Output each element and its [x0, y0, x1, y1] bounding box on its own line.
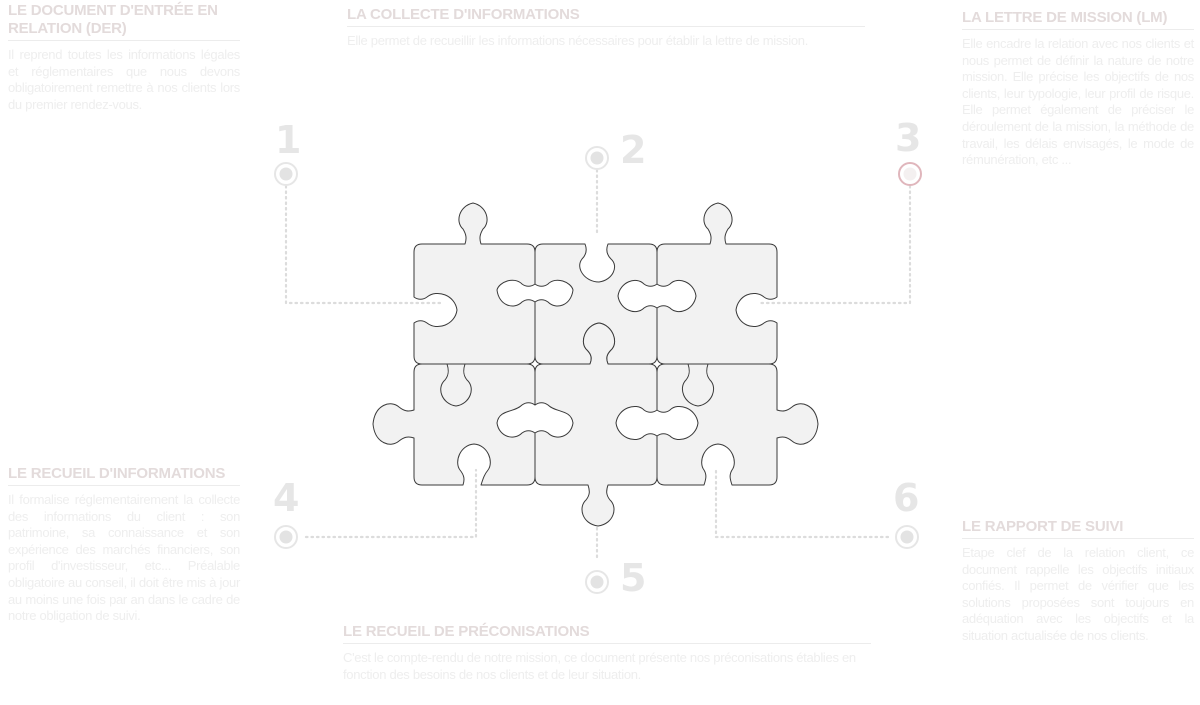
step-3-block: LA LETTRE DE MISSION (LM) Elle encadre l… — [962, 9, 1194, 169]
puzzle-pieces — [372, 202, 819, 527]
step-5-title: LE RECUEIL DE PRÉCONISATIONS — [343, 623, 871, 644]
step-5-number: 5 — [620, 556, 647, 600]
step-2-number: 2 — [620, 128, 647, 172]
puzzle-piece-4 — [372, 363, 536, 486]
marker-1 — [274, 162, 298, 186]
connector-4 — [304, 468, 478, 539]
step-4-title: LE RECUEIL D'INFORMATIONS — [8, 465, 240, 486]
marker-5 — [585, 570, 609, 594]
step-1-number: 1 — [275, 118, 302, 162]
connector-1 — [284, 184, 442, 305]
step-2-text: Elle permet de recueillir les informatio… — [347, 33, 809, 48]
step-6-text: Etape clef de la relation client, ce doc… — [962, 545, 1194, 643]
step-5-block: LE RECUEIL DE PRÉCONISATIONS C'est le co… — [343, 623, 871, 683]
step-6-block: LE RAPPORT DE SUIVI Etape clef de la rel… — [962, 518, 1194, 645]
step-4-text: Il formalise réglementairement la collec… — [8, 492, 240, 624]
step-2-title: LA COLLECTE D'INFORMATIONS — [347, 6, 865, 27]
step-3-text: Elle encadre la relation avec nos client… — [962, 36, 1194, 168]
step-6-title: LE RAPPORT DE SUIVI — [962, 518, 1194, 539]
connector-3 — [758, 184, 912, 305]
step-6-number: 6 — [893, 476, 920, 520]
connector-6 — [714, 468, 890, 539]
step-3-number: 3 — [895, 116, 922, 160]
connector-lines — [284, 168, 912, 562]
puzzle-piece-6 — [656, 363, 819, 486]
step-4-number: 4 — [273, 476, 300, 520]
step-5-text: C'est le compte-rendu de notre mission, … — [343, 650, 856, 682]
puzzle-piece-5 — [534, 322, 658, 527]
step-1-block: LE DOCUMENT D'ENTRÉE EN RELATION (DER) I… — [8, 2, 240, 113]
step-2-block: LA COLLECTE D'INFORMATIONS Elle permet d… — [347, 6, 865, 50]
step-1-text: Il reprend toutes les informations légal… — [8, 47, 240, 112]
puzzle-piece-3 — [656, 202, 778, 365]
marker-3 — [898, 162, 922, 186]
marker-2 — [585, 146, 609, 170]
step-3-title: LA LETTRE DE MISSION (LM) — [962, 9, 1194, 30]
step-markers — [274, 146, 922, 594]
step-4-block: LE RECUEIL D'INFORMATIONS Il formalise r… — [8, 465, 240, 625]
puzzle-piece-1 — [413, 202, 536, 365]
marker-4 — [274, 525, 298, 549]
step-1-title: LE DOCUMENT D'ENTRÉE EN RELATION (DER) — [8, 2, 240, 41]
marker-6 — [895, 525, 919, 549]
